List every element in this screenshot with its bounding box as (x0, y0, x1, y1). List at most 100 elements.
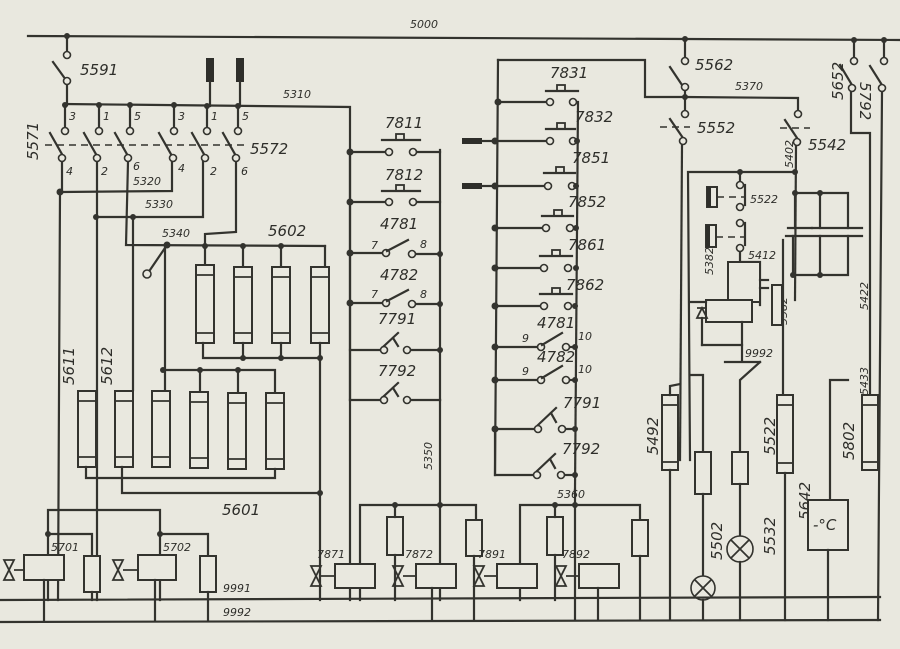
switch-5571-5572: 3 1 5 3 1 5 4 2 6 4 2 6 5571 5572 (24, 102, 288, 178)
contact-label: 7812 (385, 166, 423, 184)
contact-7791-b: 7791 (493, 394, 601, 434)
contact-label: 7811 (385, 114, 423, 132)
lamp-5492: 5492 (644, 382, 682, 622)
terminal-label: 9 (522, 365, 529, 378)
lamp-group-5602: 5602 (195, 222, 330, 602)
contact-7791: 7791 (348, 310, 442, 355)
contact-label: 7852 (568, 193, 606, 211)
relay-label: 7872 (405, 548, 433, 561)
relay-section-left: 5701 5702 (2, 508, 217, 622)
terminal-label: 3 (69, 110, 76, 123)
switch-5652-label: 5652 (829, 62, 847, 100)
terminal-label: 10 (578, 363, 592, 376)
contact-label: 4782 (380, 266, 418, 284)
wire-5422-label: 5422 (858, 282, 871, 310)
switch-5552-label: 5552 (697, 119, 735, 137)
contact-7792: 7792 (348, 362, 442, 405)
wires-5320-5340: 5320 5330 5340 (56, 160, 327, 602)
lamp-5492-label: 5492 (644, 417, 662, 455)
right-section: 5562 5370 5552 5382 5542 5402 (644, 36, 889, 622)
terminal-label: 4 (66, 165, 73, 178)
contact-7862: 7862 (493, 276, 604, 311)
relay-7891: 7891 (472, 548, 538, 589)
lamp-group-5611-label: 5611 (60, 347, 78, 385)
contact-label: 7792 (562, 440, 600, 458)
relay-label: 7871 (317, 548, 345, 561)
switch-5542: 5542 5402 (780, 118, 846, 302)
bus-5000: 5000 (26, 18, 900, 42)
switch-5572-label: 5572 (250, 140, 288, 158)
terminal-label: 4 (178, 162, 185, 175)
indicator-5502-label: 5502 (708, 522, 726, 560)
terminal-label: 5 (242, 110, 249, 123)
relay-label: 7892 (562, 548, 590, 561)
bus-5000-label: 5000 (410, 18, 438, 31)
relay-7892: 7892 (554, 548, 620, 589)
bus-9992 (0, 618, 882, 624)
contact-label: 7831 (550, 64, 588, 82)
lamp-group-5612-label: 5612 (98, 347, 116, 385)
relay-section-middle: 7871 7872 7891 7892 (309, 502, 649, 622)
switch-5562-label: 5562 (695, 56, 733, 74)
wire-5382-label: 5382 (703, 247, 716, 275)
bottom-buses: 9991 9992 (0, 582, 882, 624)
relay-5702: 5702 (111, 532, 217, 622)
wire-5350-label: 5350 (422, 442, 435, 470)
contact-7812: 7812 (348, 166, 442, 207)
bus-9991 (0, 595, 882, 602)
contact-7851: 7851 (493, 149, 610, 191)
terminal-label: 3 (178, 110, 185, 123)
switch-5591: 5591 (51, 33, 118, 107)
contact-label: 7851 (572, 149, 610, 167)
contact-7831: 7831 (496, 64, 588, 107)
contact-label: 4782 (537, 348, 575, 366)
relay-block-5522: 5522 5412 9992 5582 (686, 169, 798, 462)
terminal-label: 2 (210, 165, 217, 178)
bus-9992-relay-label: 9992 (745, 347, 773, 360)
wire-5320-label: 5320 (133, 175, 161, 188)
indicator-5502: 5502 (688, 373, 726, 622)
wire-5340-label: 5340 (162, 227, 190, 240)
terminal-label: 1 (103, 110, 110, 123)
lamp-group-5611-5612: 5611 5612 5601 (60, 347, 323, 519)
wire-5402-label: 5402 (783, 140, 796, 168)
contact-label: 7861 (568, 236, 606, 254)
lamp-5522-label: 5522 (761, 417, 779, 455)
contact-label: 7862 (566, 276, 604, 294)
terminal-label: 8 (420, 288, 427, 301)
relay-label: 7891 (478, 548, 506, 561)
contact-7811: 7811 (348, 114, 442, 157)
terminal-label: 9 (522, 332, 529, 345)
contact-7792-b: 7792 (493, 428, 600, 480)
wire-5370-label: 5370 (735, 80, 763, 93)
relay-label: 5701 (51, 541, 79, 554)
terminal-label: 7 (371, 288, 378, 301)
wire-5601-label: 5601 (222, 501, 260, 519)
bus-9992-label: 9992 (223, 606, 251, 619)
capacitor-network (781, 190, 864, 402)
contact-7832: 7832 (493, 108, 613, 146)
contact-label: 4781 (380, 215, 418, 233)
relay-5522-label: 5522 (750, 193, 778, 206)
wire-5412-label: 5412 (748, 249, 776, 262)
terminal-label: 10 (578, 330, 592, 343)
switch-5571-label: 5571 (24, 122, 42, 160)
wire-5433-label: 5433 (858, 367, 871, 395)
lamp-5802: 5802 (840, 394, 879, 471)
terminal-label: 2 (101, 165, 108, 178)
relay-7872: 7872 (391, 548, 457, 589)
indicator-5532-label: 5532 (761, 517, 779, 555)
switch-5542-label: 5542 (808, 136, 846, 154)
switch-5591-label: 5591 (80, 61, 118, 79)
terminal-label: 6 (241, 165, 248, 178)
lamp-5802-label: 5802 (840, 422, 858, 460)
wire-5330-label: 5330 (145, 198, 173, 211)
switch-5552: 5552 5382 (660, 109, 735, 462)
contact-7852: 7852 (493, 193, 606, 233)
